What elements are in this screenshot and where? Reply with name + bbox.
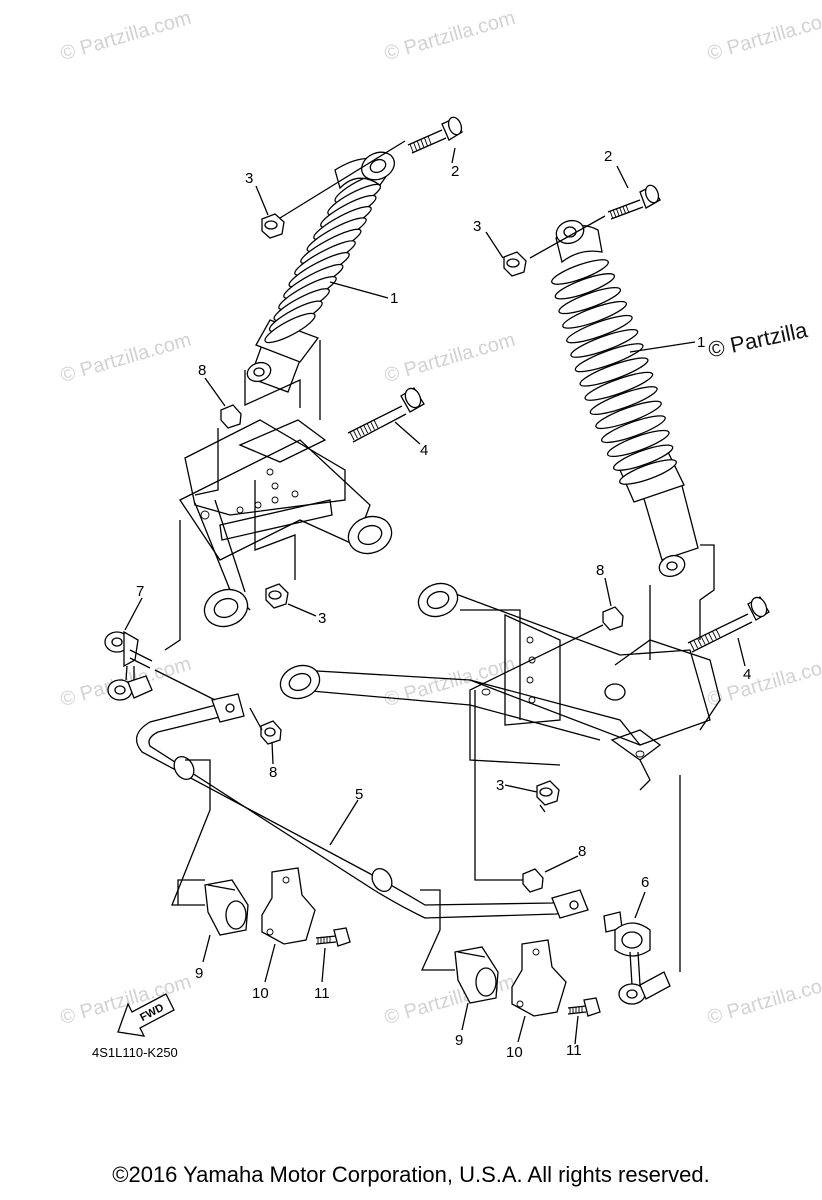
callout-5[interactable]: 5 xyxy=(355,786,364,803)
clamp-left[interactable] xyxy=(261,867,316,945)
callout-3[interactable]: 3 xyxy=(473,218,482,235)
stabilizer-link-left[interactable] xyxy=(104,630,153,701)
callout-11[interactable]: 11 xyxy=(566,1042,582,1059)
nut-3-upper-right[interactable] xyxy=(503,251,527,277)
callout-8[interactable]: 8 xyxy=(578,843,587,860)
small-bolt-left[interactable] xyxy=(315,927,351,947)
nut-8-stabilizer-right[interactable] xyxy=(522,868,544,893)
stabilizer-bar[interactable] xyxy=(135,693,589,919)
callout-3[interactable]: 3 xyxy=(496,777,505,794)
callout-8[interactable]: 8 xyxy=(596,562,605,579)
nut-8-stabilizer-left[interactable] xyxy=(260,720,282,745)
callout-6[interactable]: 6 xyxy=(641,874,650,891)
callout-10[interactable]: 10 xyxy=(252,985,269,1002)
copyright-notice: ©2016 Yamaha Motor Corporation, U.S.A. A… xyxy=(112,1162,710,1187)
clamp-right[interactable] xyxy=(511,939,567,1017)
left-arm-assembly[interactable] xyxy=(179,419,397,632)
nut-3-upper-left[interactable] xyxy=(261,213,285,239)
callout-leaders xyxy=(124,147,746,1045)
stabilizer-link-right[interactable] xyxy=(603,911,671,1005)
callout-3[interactable]: 3 xyxy=(245,170,254,187)
callout-4[interactable]: 4 xyxy=(420,442,429,459)
nut-8-left-bracket[interactable] xyxy=(220,404,242,429)
callout-8[interactable]: 8 xyxy=(198,362,207,379)
nut-3-lower-right[interactable] xyxy=(536,780,560,806)
right-shock-absorber[interactable] xyxy=(549,217,699,580)
long-bolt-right[interactable] xyxy=(687,595,770,653)
callout-9[interactable]: 9 xyxy=(455,1032,464,1049)
long-bolt-left[interactable] xyxy=(347,386,425,443)
callout-1[interactable]: 1 xyxy=(390,290,399,307)
left-shock-absorber[interactable] xyxy=(245,147,399,393)
upper-bolt-right[interactable] xyxy=(607,183,661,220)
bushing-left[interactable] xyxy=(204,879,249,936)
callout-7[interactable]: 7 xyxy=(136,583,145,600)
callout-4[interactable]: 4 xyxy=(743,666,752,683)
forward-direction-arrow: FWD xyxy=(117,993,175,1037)
assembly-guide-lines xyxy=(154,140,715,972)
diagram-code: 4S1L110-K250 xyxy=(92,1045,178,1060)
callout-9[interactable]: 9 xyxy=(195,965,204,982)
upper-bolt-left[interactable] xyxy=(407,115,464,154)
callout-10[interactable]: 10 xyxy=(506,1044,523,1061)
bushing-right[interactable] xyxy=(454,946,499,1004)
nut-8-right-bracket[interactable] xyxy=(602,606,624,631)
callout-1[interactable]: 1 xyxy=(697,334,706,351)
small-bolt-right[interactable] xyxy=(567,997,601,1017)
callout-3[interactable]: 3 xyxy=(318,610,327,627)
callout-11[interactable]: 11 xyxy=(314,985,330,1002)
nut-3-middle-left[interactable] xyxy=(265,583,289,609)
callout-2[interactable]: 2 xyxy=(451,163,460,180)
callout-2[interactable]: 2 xyxy=(604,148,613,165)
callout-8[interactable]: 8 xyxy=(269,764,278,781)
right-arm-assembly[interactable] xyxy=(276,578,721,791)
